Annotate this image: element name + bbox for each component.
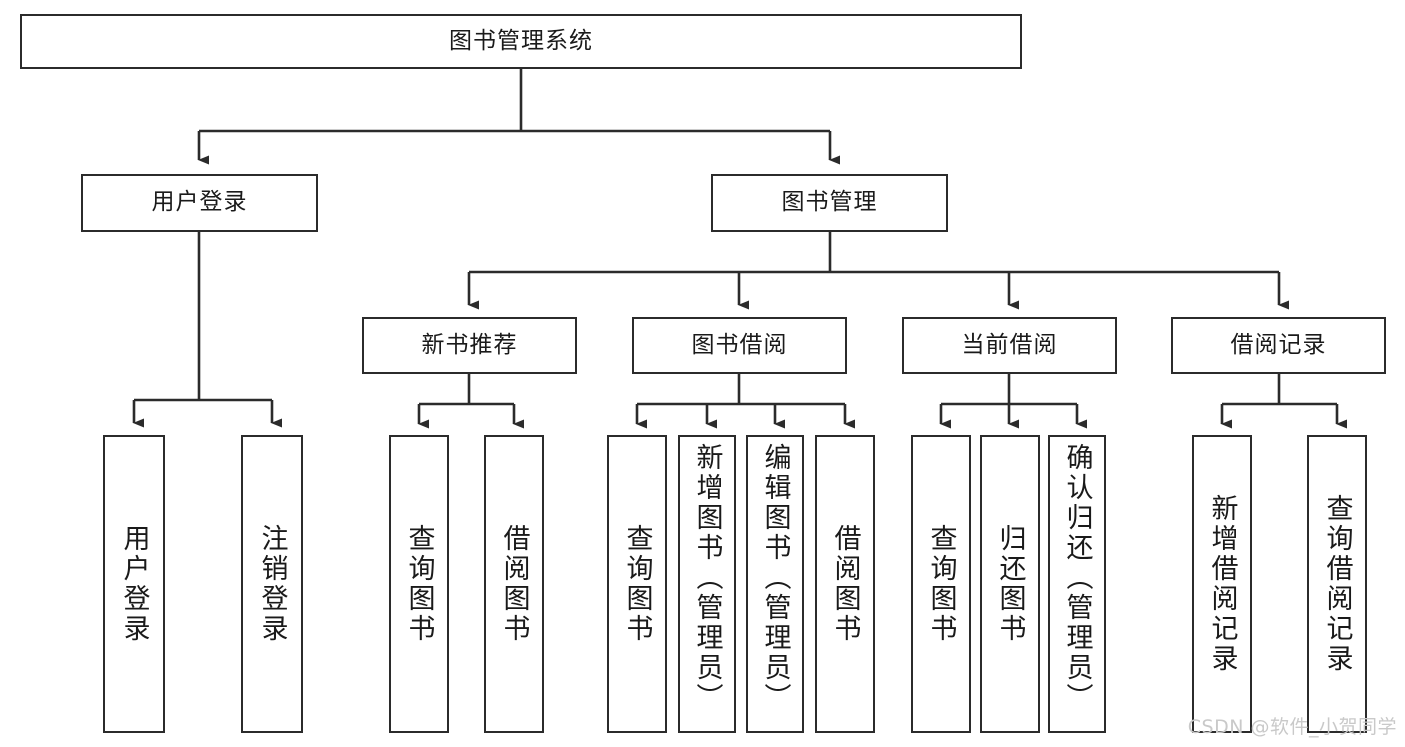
node-user-login[interactable]: 用户登录 [81,174,318,232]
leaf-add-book[interactable]: 新增图书（管理员） [678,435,736,733]
leaf-user-login-label: 用户登录 [118,524,150,644]
leaf-borrow-book-2[interactable]: 借阅图书 [815,435,875,733]
leaf-edit-book[interactable]: 编辑图书（管理员） [746,435,804,733]
watermark: CSDN @软件_小贺同学 [1187,716,1397,738]
leaf-logout-label: 注销登录 [256,524,288,644]
node-borrow-records-label: 借阅记录 [1230,331,1327,358]
node-book-management[interactable]: 图书管理 [711,174,948,232]
leaf-query-record[interactable]: 查询借阅记录 [1307,435,1367,733]
leaf-query-book-1-label: 查询图书 [403,524,435,644]
leaf-return-book[interactable]: 归还图书 [980,435,1040,733]
leaf-return-book-label: 归还图书 [994,524,1026,644]
leaf-query-record-label: 查询借阅记录 [1321,494,1353,674]
leaf-add-record[interactable]: 新增借阅记录 [1192,435,1252,733]
leaf-query-book-2[interactable]: 查询图书 [607,435,667,733]
leaf-add-book-label: 新增图书（管理员） [691,443,723,713]
node-book-borrow-label: 图书借阅 [691,331,788,358]
leaf-query-book-3[interactable]: 查询图书 [911,435,971,733]
leaf-edit-book-label: 编辑图书（管理员） [759,443,791,713]
leaf-query-book-2-label: 查询图书 [621,524,653,644]
leaf-add-record-label: 新增借阅记录 [1206,494,1238,674]
leaf-query-book-3-label: 查询图书 [925,524,957,644]
node-user-login-label: 用户登录 [151,189,248,216]
node-current-borrow-label: 当前借阅 [961,331,1058,358]
node-borrow-records[interactable]: 借阅记录 [1171,317,1386,374]
node-new-book-recommend[interactable]: 新书推荐 [362,317,577,374]
node-book-management-label: 图书管理 [781,189,878,216]
leaf-borrow-book-1[interactable]: 借阅图书 [484,435,544,733]
leaf-user-login[interactable]: 用户登录 [103,435,165,733]
node-root[interactable]: 图书管理系统 [20,14,1022,69]
node-book-borrow[interactable]: 图书借阅 [632,317,847,374]
node-current-borrow[interactable]: 当前借阅 [902,317,1117,374]
leaf-borrow-book-2-label: 借阅图书 [829,524,861,644]
leaf-query-book-1[interactable]: 查询图书 [389,435,449,733]
node-new-book-recommend-label: 新书推荐 [421,331,518,358]
leaf-confirm-return[interactable]: 确认归还（管理员） [1048,435,1106,733]
leaf-logout[interactable]: 注销登录 [241,435,303,733]
leaf-confirm-return-label: 确认归还（管理员） [1061,443,1093,713]
leaf-borrow-book-1-label: 借阅图书 [498,524,530,644]
node-root-label: 图书管理系统 [449,27,593,54]
